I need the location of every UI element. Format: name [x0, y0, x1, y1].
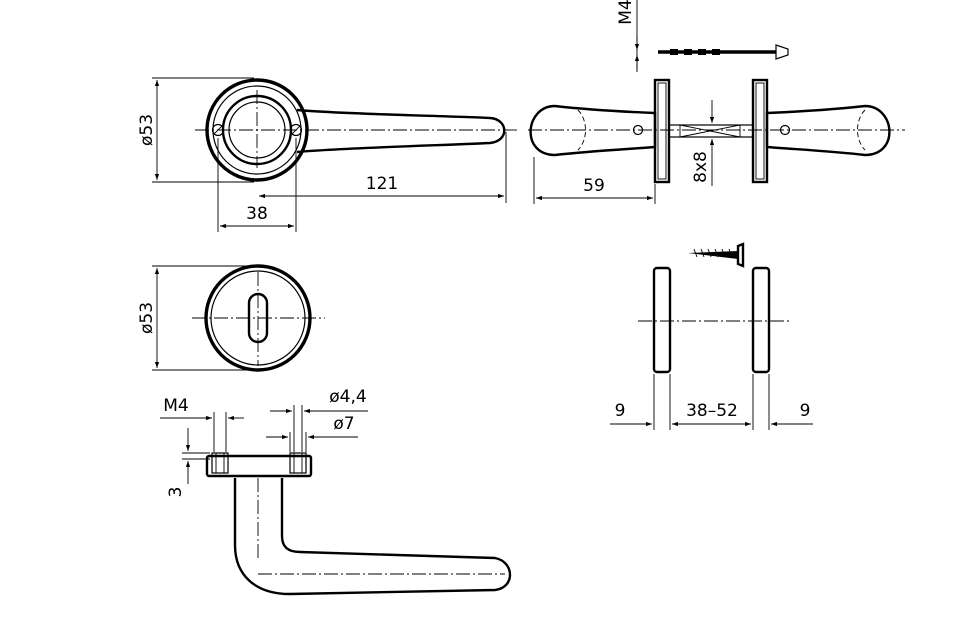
dimensions-top-left: ø53 38 121 — [137, 77, 507, 232]
dim-rose-thickness-left: 9 — [615, 401, 626, 421]
dim-door-thickness: 38–52 — [686, 401, 738, 421]
dimensions-escutcheon: ø53 — [137, 265, 254, 371]
dimensions-profile: M4 ø4,4 ø7 3 — [160, 387, 368, 497]
dim-fixing-distance: 38 — [246, 204, 268, 224]
dim-spindle: 8x8 — [691, 151, 711, 183]
handle-profile-view — [205, 452, 512, 596]
handle-side-view — [528, 44, 905, 184]
dimensions-top-right: M4 59 8x8 — [533, 0, 715, 204]
dim-hole-large: ø7 — [333, 414, 354, 434]
dim-projection: 59 — [583, 176, 605, 196]
dimensions-door: 9 38–52 9 — [610, 374, 813, 430]
dim-rose-thickness-right: 9 — [800, 401, 811, 421]
dim-rose-diameter: ø53 — [137, 114, 157, 146]
door-section-view — [638, 242, 790, 374]
dim-thread-top: M4 — [616, 0, 636, 25]
handle-front-view — [195, 78, 520, 182]
dim-thread-side: M4 — [163, 396, 188, 416]
dim-escutcheon-diameter: ø53 — [137, 302, 157, 334]
dim-hole-small: ø4,4 — [329, 387, 366, 407]
escutcheon-front-view — [192, 264, 325, 372]
dim-handle-length: 121 — [366, 174, 398, 194]
dim-plate-thickness: 3 — [166, 487, 186, 498]
